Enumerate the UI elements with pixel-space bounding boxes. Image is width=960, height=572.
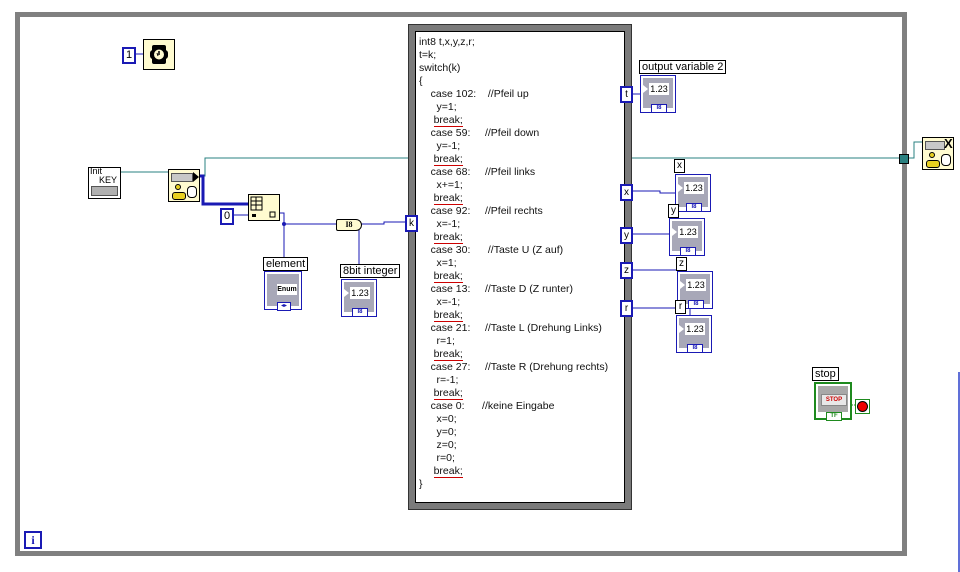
wire-acquire-to-index xyxy=(198,174,248,206)
bool-type-tag: TF xyxy=(826,412,842,421)
code-line: y=-1; xyxy=(419,140,461,152)
mouse-icon xyxy=(941,154,951,166)
code-line: case 59: //Pfeil down xyxy=(419,127,540,139)
y-indicator[interactable]: 1.23 I8 xyxy=(669,218,705,256)
output-terminal-y[interactable]: y xyxy=(620,227,633,244)
code-line: x=0; xyxy=(419,413,457,425)
code-line: z=0; xyxy=(419,439,457,451)
keyboard-icon xyxy=(91,186,118,196)
code-line: r=1; xyxy=(419,335,455,347)
acquire-input-node[interactable] xyxy=(168,169,200,202)
wire-convert-to-k xyxy=(360,221,405,225)
output-terminal-t[interactable]: t xyxy=(620,86,633,103)
code-line: break; xyxy=(433,309,463,322)
code-line: case 102: //Pfeil up xyxy=(419,88,529,100)
stop-button-face: STOP xyxy=(821,394,847,406)
code-line: break; xyxy=(433,465,463,478)
x-indicator[interactable]: 1.23 I8 xyxy=(675,174,711,212)
code-line: case 27: //Taste R (Drehung rechts) xyxy=(419,361,609,373)
close-input-device-node[interactable]: X xyxy=(922,137,954,170)
stop-circle-icon xyxy=(858,402,867,411)
code-line: r=-1; xyxy=(419,374,459,386)
z-label: z xyxy=(676,257,687,271)
index-array-node[interactable] xyxy=(248,194,280,221)
window-edge-line xyxy=(958,372,960,572)
code-line: break; xyxy=(433,270,463,283)
y-label: y xyxy=(668,204,679,218)
code-line: case 92: //Pfeil rechts xyxy=(419,205,543,217)
code-line: t=k; xyxy=(419,49,437,61)
element-enum-indicator[interactable]: Enum ◂▸ xyxy=(264,271,302,311)
timer-constant[interactable]: 1 xyxy=(122,47,136,64)
input-terminal-k[interactable]: k xyxy=(405,215,418,232)
code-line: case 0: //keine Eingabe xyxy=(419,400,555,412)
stopwatch-icon xyxy=(150,45,168,64)
output-terminal-z[interactable]: z xyxy=(620,262,633,279)
code-line: } xyxy=(419,478,423,490)
init-label: Init xyxy=(90,166,103,176)
while-loop-left xyxy=(15,12,20,556)
code-line: case 68: //Pfeil links xyxy=(419,166,536,178)
int8-label: 8bit integer xyxy=(340,264,401,278)
code-line: x=-1; xyxy=(419,296,461,308)
code-line: x+=1; xyxy=(419,179,463,191)
wire-z xyxy=(631,269,684,289)
wire-x xyxy=(631,190,676,194)
stop-button-terminal[interactable]: STOP TF xyxy=(814,382,852,421)
output-variable-2-indicator[interactable]: 1.23 I8 xyxy=(640,75,676,113)
formula-node[interactable]: int8 t,x,y,z,r;t=k;switch(k){ case 102: … xyxy=(408,24,632,510)
mouse-icon xyxy=(187,186,197,198)
wire-index-to-convert xyxy=(278,212,336,225)
enum-arrows-icon: ◂▸ xyxy=(277,302,291,311)
code-line: break; xyxy=(433,387,463,400)
while-loop-top xyxy=(15,12,907,17)
output-terminal-r[interactable]: r xyxy=(620,300,633,317)
code-line: r=0; xyxy=(419,452,455,464)
keyboard-icon xyxy=(925,141,945,150)
code-line: break; xyxy=(433,114,463,127)
wire-junction xyxy=(282,222,286,226)
joystick-icon xyxy=(926,152,940,168)
index-constant[interactable]: 0 xyxy=(220,208,234,225)
array-grid-icon xyxy=(250,196,276,218)
code-line: break; xyxy=(433,153,463,166)
to-int8-node[interactable]: I8 xyxy=(336,219,362,231)
code-line: int8 t,x,y,z,r; xyxy=(419,36,475,48)
close-x-icon: X xyxy=(944,136,953,151)
code-line: break; xyxy=(433,348,463,361)
joystick-icon xyxy=(172,184,186,200)
code-line: x=-1; xyxy=(419,218,461,230)
code-line: break; xyxy=(433,192,463,205)
int8-indicator[interactable]: 1.23 I8 xyxy=(341,279,377,317)
code-line: case 21: //Taste L (Drehung Links) xyxy=(419,322,602,334)
code-line: case 13: //Taste D (Z runter) xyxy=(419,283,574,295)
loop-condition-terminal[interactable] xyxy=(855,399,870,414)
init-keyboard-node[interactable]: Init KEY xyxy=(88,167,121,199)
key-label: KEY xyxy=(99,175,118,185)
code-line: case 30: //Taste U (Z auf) xyxy=(419,244,564,256)
arrow-right-icon xyxy=(193,172,199,182)
iteration-terminal[interactable]: i xyxy=(24,531,42,549)
output-terminal-x[interactable]: x xyxy=(620,184,633,201)
wait-ms-node[interactable] xyxy=(143,39,175,70)
code-line: switch(k) xyxy=(419,62,461,74)
element-label: element xyxy=(263,257,309,271)
stop-label: stop xyxy=(812,367,839,381)
code-line: break; xyxy=(433,231,463,244)
code-line: y=1; xyxy=(419,101,457,113)
loop-tunnel[interactable] xyxy=(899,154,909,164)
code-line: x=1; xyxy=(419,257,457,269)
code-line: y=0; xyxy=(419,426,457,438)
output-variable-2-label: output variable 2 xyxy=(639,60,727,74)
while-loop-bottom xyxy=(15,551,907,556)
code-line: { xyxy=(419,75,423,87)
r-indicator[interactable]: 1.23 I8 xyxy=(676,315,712,353)
r-label: r xyxy=(675,300,686,314)
enum-value: Enum xyxy=(277,284,297,295)
wire-close-in xyxy=(907,141,922,159)
formula-code[interactable]: int8 t,x,y,z,r;t=k;switch(k){ case 102: … xyxy=(419,36,608,491)
x-label: x xyxy=(674,159,685,173)
while-loop-right xyxy=(902,12,907,552)
keyboard-icon xyxy=(171,173,193,182)
